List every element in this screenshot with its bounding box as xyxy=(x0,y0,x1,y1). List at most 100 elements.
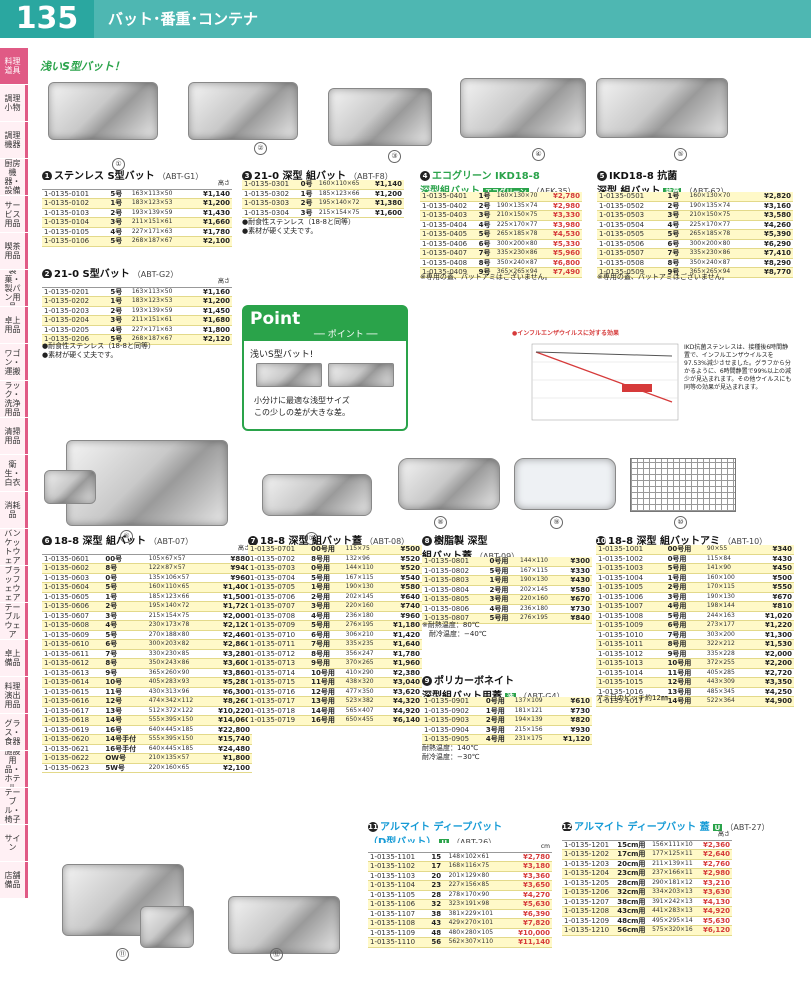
sidebar-tab[interactable]: 清掃用品 xyxy=(0,418,28,454)
page-number: 135 xyxy=(0,0,94,38)
dimensions: 211×139×11 xyxy=(650,859,699,869)
sidebar-tab[interactable]: テーブルウェア xyxy=(0,603,28,639)
p8-model-code: （ABT-09） xyxy=(475,552,519,561)
dimensions: 183×123×53 xyxy=(129,296,191,307)
item-code: 1-0135-1210 xyxy=(562,925,616,936)
item-code: 1-0135-1110 xyxy=(368,937,430,948)
price: ¥580 xyxy=(383,582,422,593)
size: 14号用 xyxy=(665,696,705,707)
sidebar-tab[interactable]: 店舗備品 xyxy=(0,862,28,898)
item-code: 1-0135-0621 xyxy=(42,744,104,754)
item-code: 1-0135-0403 xyxy=(420,210,477,221)
p2-note: ●素材が硬く丈夫です。 xyxy=(42,350,118,359)
sidebar-tab[interactable]: 調理小物 xyxy=(0,85,28,121)
sidebar-tab[interactable]: 衛生・白衣 xyxy=(0,455,28,491)
item-code: 1-0135-0505 xyxy=(597,229,666,240)
size: 2号 xyxy=(665,201,688,211)
sidebar-tab[interactable]: 料理演出用品 xyxy=(0,677,28,713)
point-sub: ── ポイント ── xyxy=(314,330,378,340)
size: 15cm用 xyxy=(615,840,651,850)
point-header: Point ── ポイント ── xyxy=(244,307,406,341)
sidebar-tab[interactable]: グラス・食器 xyxy=(0,714,28,750)
item-code: 1-0135-0608 xyxy=(42,620,104,631)
sidebar-tab[interactable]: 厨房機器・設備 xyxy=(0,159,28,195)
sidebar-tab[interactable]: 卓上備品 xyxy=(0,640,28,676)
size: 6号 xyxy=(665,239,688,249)
dimensions: 306×210 xyxy=(343,630,384,640)
price: ¥550 xyxy=(750,582,794,593)
sidebar-tab[interactable]: テーブル・椅子 xyxy=(0,788,28,824)
sidebar-tab[interactable]: サイン xyxy=(0,825,28,861)
sidebar-tab[interactable]: 喫茶用品 xyxy=(0,233,28,269)
price: ¥1,020 xyxy=(750,611,794,621)
item-code: 1-0135-0704 xyxy=(248,573,310,583)
p3-note: ●耐食性ステンレス（18-8と同等） xyxy=(242,218,355,226)
table-header-cell: 高さ xyxy=(562,831,732,841)
sidebar-tab[interactable]: 卓上用品 xyxy=(0,307,28,343)
sidebar-tab[interactable]: サービス用品 xyxy=(0,196,28,232)
item-code: 1-0135-0805 xyxy=(422,594,488,605)
sidebar-tab[interactable]: ブラッフェウェア xyxy=(0,566,28,602)
price: ¥670 xyxy=(560,594,592,605)
dimensions: 480×280×105 xyxy=(446,928,508,938)
price: ¥1,300 xyxy=(750,630,794,640)
p10-note: アミ目のピッチ約12㎜ xyxy=(596,693,668,702)
size: 15 xyxy=(429,852,447,862)
p4-note: ※専用の蓋、バットアミはございません。 xyxy=(420,272,552,281)
item-code: 1-0135-0611 xyxy=(42,649,104,659)
sidebar-tab[interactable]: ラック・洗浄用品 xyxy=(0,381,28,417)
size: 5W号 xyxy=(103,763,147,773)
price: ¥5,960 xyxy=(546,248,582,259)
price: ¥4,920 xyxy=(383,706,422,716)
price: ¥2,980 xyxy=(698,868,732,879)
dimensions: 365×260×90 xyxy=(146,668,208,678)
product-image-12 xyxy=(228,896,340,954)
dimensions: 276×195 xyxy=(518,613,561,624)
sidebar-tab[interactable]: 製菓・製パン用品 xyxy=(0,270,28,306)
dimensions: 405×285 xyxy=(704,668,751,678)
sidebar-tab[interactable]: 調理機器 xyxy=(0,122,28,158)
sidebar-tab[interactable]: 消耗品 xyxy=(0,492,28,528)
size: 5号 xyxy=(108,287,130,297)
p6-title-text: 18-8 深型 組バット xyxy=(54,536,146,547)
price: ¥4,920 xyxy=(698,906,732,917)
price: ¥14,060 xyxy=(207,715,252,726)
item-code: 1-0135-0603 xyxy=(42,573,104,583)
size: 00号用 xyxy=(665,545,705,555)
image-label-6: ⑥ xyxy=(120,530,133,543)
p3-title-text: 21-0 深型 組バット xyxy=(254,171,346,182)
sidebar-tab[interactable]: 料理道具 xyxy=(0,48,28,84)
sidebar-tab[interactable]: バンケットウェア xyxy=(0,529,28,565)
sidebar-tab[interactable]: 施設用品・ホテル xyxy=(0,751,28,787)
dimensions: 132×96 xyxy=(343,554,384,564)
p8-note: 耐冷温度：−40℃ xyxy=(422,629,487,638)
price: ¥6,300 xyxy=(207,687,252,697)
item-code: 1-0135-0807 xyxy=(422,613,488,624)
item-code: 1-0135-0612 xyxy=(42,658,104,669)
dimensions: 523×382 xyxy=(343,696,384,707)
size: 4号用 xyxy=(665,601,705,612)
price: ¥7,820 xyxy=(507,918,552,929)
dimensions: 278×170×90 xyxy=(446,890,508,900)
sidebar-tab[interactable]: ワゴン・運搬 xyxy=(0,344,28,380)
item-code: 1-0135-0502 xyxy=(597,201,666,211)
dimensions: 210×150×75 xyxy=(494,210,547,221)
